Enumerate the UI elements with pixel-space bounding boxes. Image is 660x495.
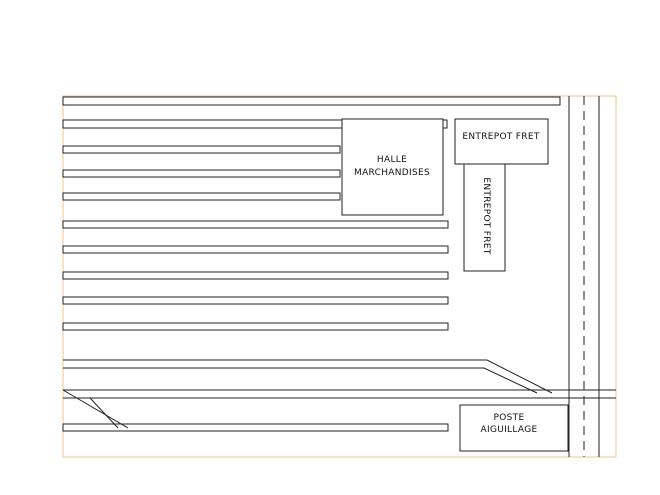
halle-marchandises: HALLE MARCHANDISES: [341, 118, 444, 216]
entrepot-top-label: ENTREPOT FRET: [462, 132, 539, 142]
halle-label-line2: MARCHANDISES: [354, 168, 430, 178]
entrepot-side-label: ENTREPOT FRET: [481, 177, 491, 254]
siding-top: [62, 96, 561, 106]
main-line-horizontal: [63, 389, 616, 399]
entrepot-fret-top: ENTREPOT FRET: [454, 118, 549, 165]
poste-aiguillage: POSTE AIGUILLAGE: [459, 404, 569, 452]
entrepot-fret-side: ENTREPOT FRET: [463, 163, 506, 272]
main-line-vertical: [568, 96, 600, 457]
halle-label-line1: HALLE: [377, 155, 407, 165]
sidings-short: [62, 145, 341, 201]
poste-label-line1: POSTE: [494, 413, 525, 423]
sidings-long: [62, 220, 449, 331]
switch-crossover: [62, 389, 129, 429]
siding-halle: [62, 119, 448, 129]
poste-label-line2: AIGUILLAGE: [481, 425, 538, 435]
siding-bottom: [62, 423, 449, 432]
track-diverging: [63, 359, 553, 394]
